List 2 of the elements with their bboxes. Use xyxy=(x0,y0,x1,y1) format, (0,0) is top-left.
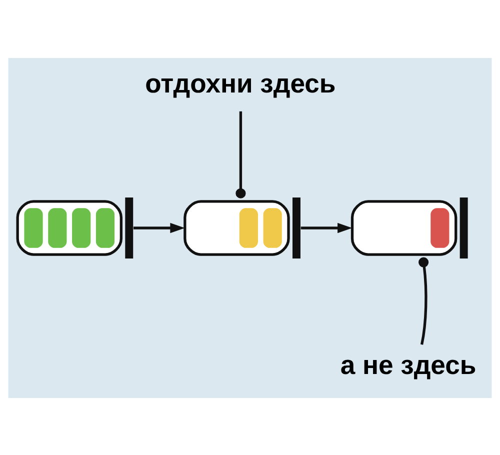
node-text: отдохни здесь xyxy=(145,68,336,98)
node-text: а не здесь xyxy=(340,350,476,380)
